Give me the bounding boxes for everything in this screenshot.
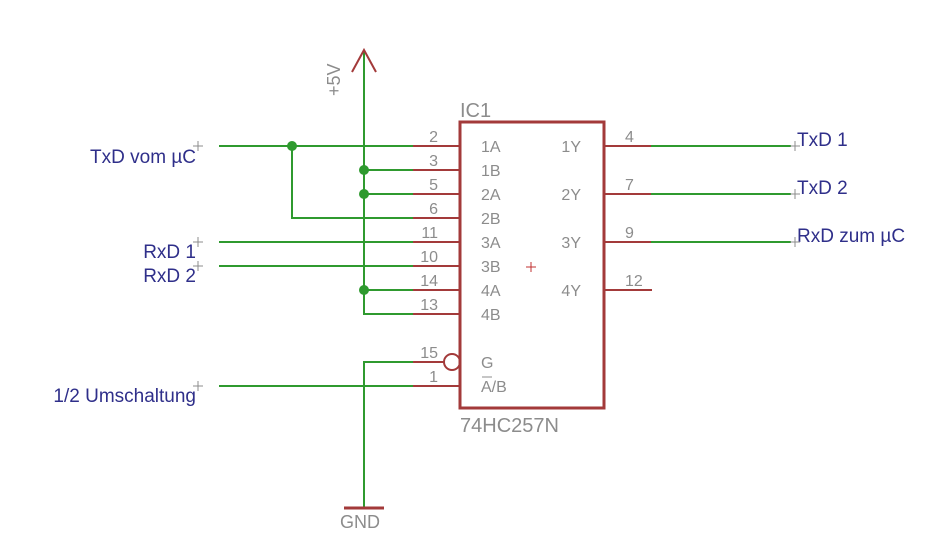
net-label-umschaltung: 1/2 Umschaltung xyxy=(53,386,196,407)
right-pin-names: 1Y 2Y 3Y 4Y xyxy=(561,139,581,300)
right-net-labels: TxD 1 TxD 2 RxD zum µC xyxy=(790,130,905,247)
label-origin-mark xyxy=(193,141,203,151)
net-label-rxd1: RxD 1 xyxy=(143,242,196,263)
net-label-rxd-zum-uc: RxD zum µC xyxy=(797,226,905,247)
label-origin-mark xyxy=(193,261,203,271)
pin-name: 1A xyxy=(481,139,501,156)
pin-name: 4A xyxy=(481,283,501,300)
left-pin-numbers: 2 3 5 6 11 10 14 13 15 1 xyxy=(420,129,438,386)
wires xyxy=(219,51,791,509)
pin-number: 6 xyxy=(429,201,438,218)
vcc-label: +5V xyxy=(324,63,344,96)
pin-15-inversion-bubble xyxy=(443,353,461,371)
left-pins xyxy=(412,145,461,387)
left-pin-names: 1A 1B 2A 2B 3A 3B 4A 4B G A/B xyxy=(481,139,507,396)
net-label-txd1: TxD 1 xyxy=(797,130,848,151)
ic-value: 74HC257N xyxy=(460,415,559,437)
net-label-txd-vom-uc: TxD vom µC xyxy=(90,147,196,168)
net-label-txd2: TxD 2 xyxy=(797,178,848,199)
pin-number: 14 xyxy=(420,273,438,290)
label-origin-mark xyxy=(193,237,203,247)
net-label-rxd2: RxD 2 xyxy=(143,266,196,287)
label-origin-mark xyxy=(790,189,800,199)
label-origin-mark xyxy=(193,381,203,391)
pin-number: 11 xyxy=(421,225,438,242)
ic-origin-mark xyxy=(526,262,536,272)
label-origin-mark xyxy=(790,141,800,151)
pin-name: 3B xyxy=(481,259,501,276)
pin-name: 1B xyxy=(481,163,501,180)
right-pin-numbers: 4 7 9 12 xyxy=(625,129,643,290)
pin-number: 9 xyxy=(625,225,634,242)
pin-name: 2A xyxy=(481,187,501,204)
pin-number: 5 xyxy=(429,177,438,194)
pin-number: 3 xyxy=(429,153,438,170)
gnd-supply-symbol: GND xyxy=(340,506,384,532)
right-pins xyxy=(604,145,652,291)
pin-name: A/B xyxy=(481,379,507,396)
pin-name: 3Y xyxy=(561,235,581,252)
pin-name: 2B xyxy=(481,211,501,228)
pin-number: 15 xyxy=(420,345,438,362)
pin-name: 4Y xyxy=(561,283,581,300)
pin-number: 2 xyxy=(429,129,438,146)
ic-name: IC1 xyxy=(460,100,491,122)
pin-number: 10 xyxy=(420,249,438,266)
junctions xyxy=(287,141,369,295)
pin-number: 1 xyxy=(429,369,438,386)
junction-dot xyxy=(359,285,369,295)
pin-name: 2Y xyxy=(561,187,581,204)
label-origin-mark xyxy=(790,237,800,247)
pin-name: 1Y xyxy=(561,139,581,156)
pin-name: 4B xyxy=(481,307,501,324)
vcc-supply-symbol: +5V xyxy=(324,47,377,96)
pin-number: 12 xyxy=(625,273,643,290)
junction-dot xyxy=(359,165,369,175)
vcc-arrow-icon xyxy=(351,47,377,73)
pin-name: 3A xyxy=(481,235,501,252)
pin-name: G xyxy=(481,355,493,372)
pin-number: 4 xyxy=(625,129,634,146)
gnd-label: GND xyxy=(340,512,380,532)
junction-dot xyxy=(287,141,297,151)
junction-dot xyxy=(359,189,369,199)
pin-number: 7 xyxy=(625,177,634,194)
left-net-labels: TxD vom µC RxD 1 RxD 2 1/2 Umschaltung xyxy=(53,141,203,407)
pin-number: 13 xyxy=(420,297,438,314)
